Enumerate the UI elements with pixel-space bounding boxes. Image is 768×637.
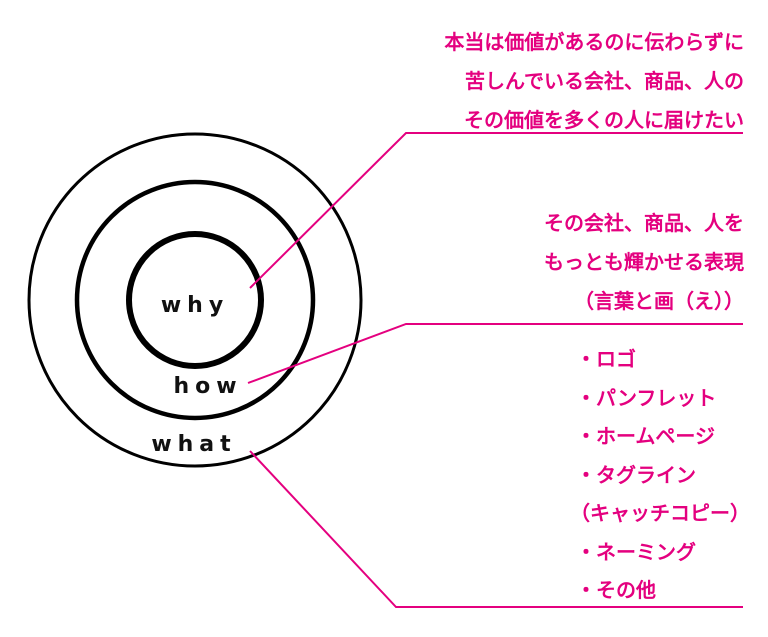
what-item-tagline: ・タグライン bbox=[576, 462, 696, 487]
what-item-catchcopy: （キャッチコピー） bbox=[570, 501, 750, 525]
middle-circle-how bbox=[74, 179, 316, 421]
inner-circle-why bbox=[126, 231, 264, 369]
why-line-3: その価値を多くの人に届けたい bbox=[464, 108, 744, 132]
why-line-2: 苦しんでいる会社、商品、人の bbox=[465, 69, 744, 93]
what-item-logo: ・ロゴ bbox=[576, 347, 636, 371]
why-description: 本当は価値があるのに伝わらずに 苦しんでいる会社、商品、人の その価値を多くの人… bbox=[444, 23, 744, 140]
how-line-1: その会社、商品、人を bbox=[544, 211, 744, 235]
what-list: ・ロゴ ・パンフレット ・ホームページ ・タグライン （キャッチコピー） ・ネー… bbox=[570, 340, 750, 610]
how-label: how bbox=[173, 374, 242, 399]
how-description: その会社、商品、人を もっとも輝かせる表現 （言葉と画（え）） bbox=[544, 204, 744, 321]
what-item-other: ・その他 bbox=[576, 578, 656, 602]
how-line-2: もっとも輝かせる表現 bbox=[544, 250, 744, 274]
why-line-1: 本当は価値があるのに伝わらずに bbox=[444, 30, 744, 54]
what-leader-line bbox=[249, 450, 743, 608]
outer-circle-what bbox=[27, 132, 363, 468]
what-item-naming: ・ネーミング bbox=[576, 539, 696, 564]
why-label: why bbox=[161, 293, 229, 318]
what-label: what bbox=[151, 432, 236, 457]
what-item-pamphlet: ・パンフレット bbox=[576, 385, 717, 410]
what-item-homepage: ・ホームページ bbox=[576, 424, 715, 448]
why-leader-line bbox=[249, 132, 743, 289]
how-leader-line bbox=[247, 323, 743, 384]
how-line-3: （言葉と画（え）） bbox=[574, 289, 744, 313]
